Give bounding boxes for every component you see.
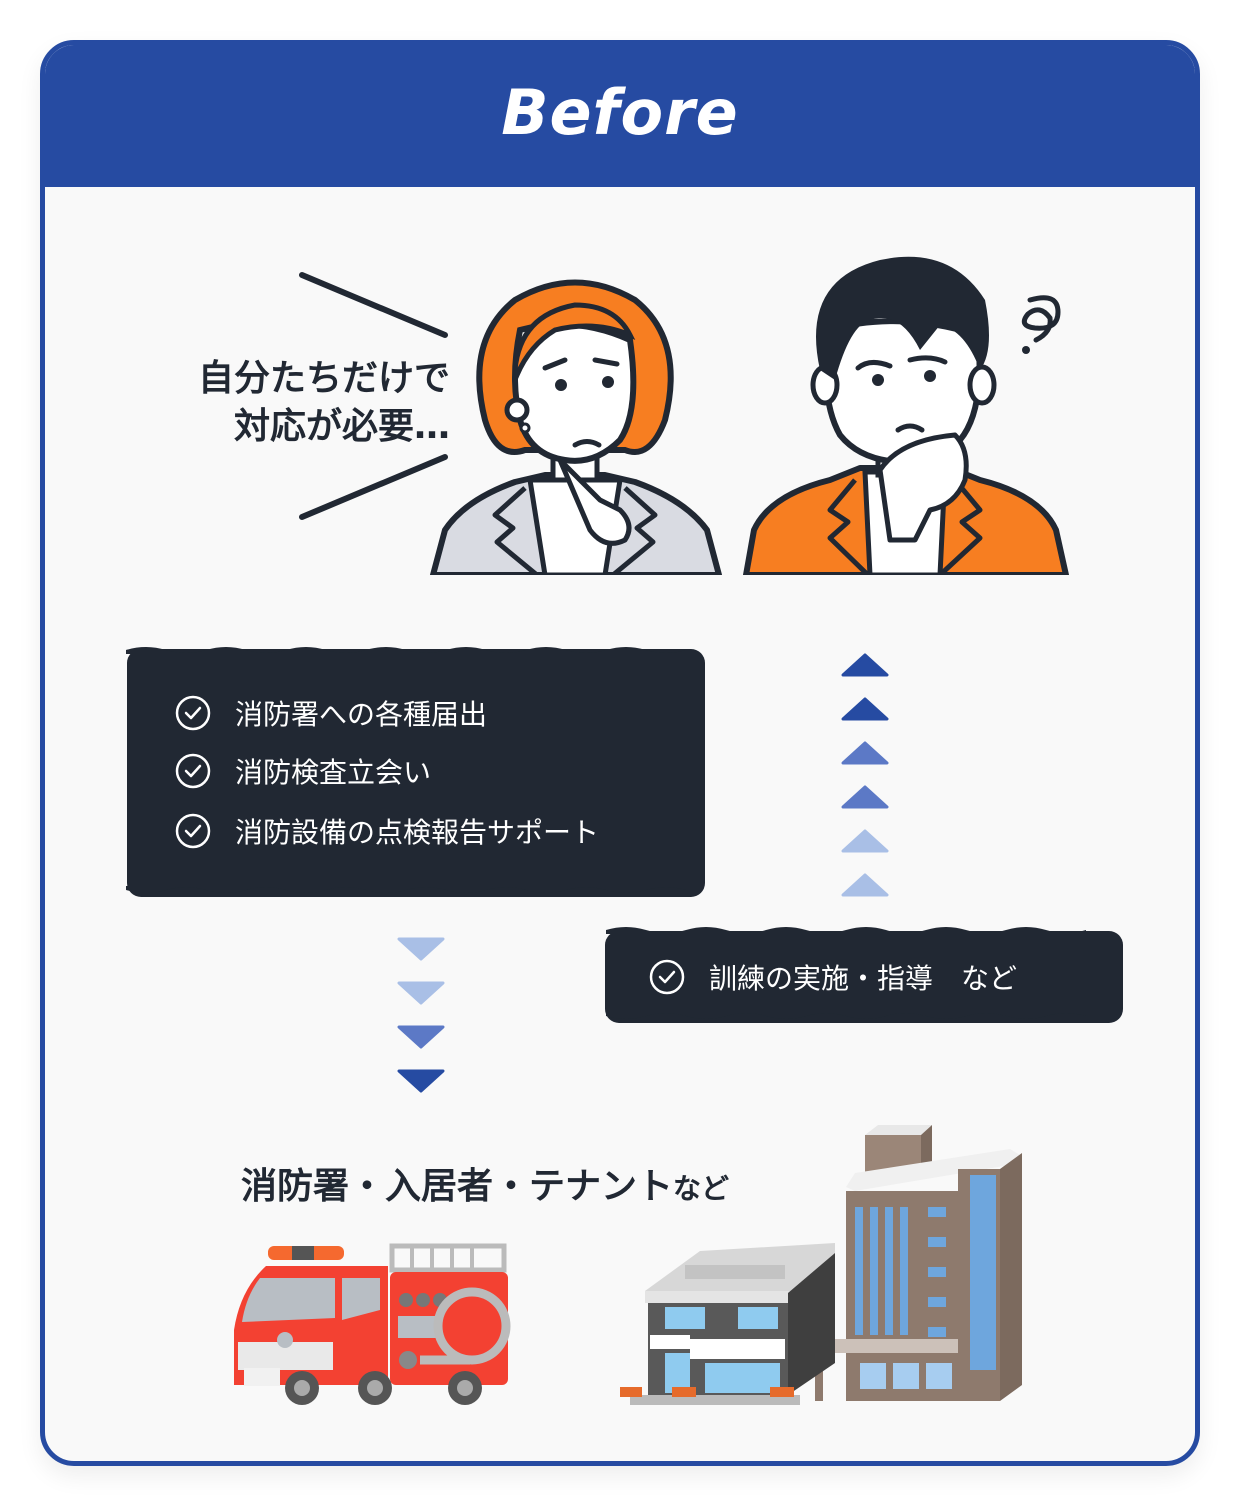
before-card: Before 自分たちだけで 対応が必要… <box>40 40 1200 1466</box>
task-item: 消防署への各種届出 <box>175 693 487 733</box>
up-arrow-icon <box>841 829 889 853</box>
task-item: 消防設備の点検報告サポート <box>175 811 599 851</box>
training-item: 訓練の実施・指導 など <box>649 957 1017 997</box>
fire-truck-illustration <box>234 1243 511 1405</box>
card-header: Before <box>45 45 1195 187</box>
header-title: Before <box>501 75 739 149</box>
woman-thinking-illustration <box>430 279 722 575</box>
destination-suffix: など <box>673 1172 730 1205</box>
training-box: 訓練の実施・指導 など <box>605 931 1123 1023</box>
task-label: 消防検査立会い <box>235 756 432 789</box>
man-thinking-illustration <box>743 256 1069 575</box>
check-circle-icon <box>175 813 211 849</box>
speech-line-2: 対応が必要… <box>233 406 450 447</box>
speech-emphasis-lines <box>299 272 448 520</box>
down-arrow-icon <box>397 1069 445 1093</box>
tasks-box: 消防署への各種届出 消防検査立会い 消防設備の点検報告サポート <box>127 649 705 897</box>
speech-text: 自分たちだけで 対応が必要… <box>165 355 450 451</box>
check-circle-icon <box>175 753 211 789</box>
up-arrow-icon <box>841 741 889 765</box>
speech-line-1: 自分たちだけで <box>197 358 450 399</box>
up-arrow-icon <box>841 653 889 677</box>
task-item: 消防検査立会い <box>175 751 431 791</box>
confused-squiggle-icon <box>1021 295 1061 354</box>
task-label: 消防署への各種届出 <box>235 698 488 731</box>
up-arrow-icon <box>841 785 889 809</box>
down-arrow-icon <box>397 937 445 961</box>
destination-main: 消防署・入居者・テナント <box>241 1166 674 1207</box>
up-arrow-icon <box>841 873 889 897</box>
buildings-illustration <box>620 1125 1022 1405</box>
up-arrow-icon <box>841 697 889 721</box>
task-label: 消防設備の点検報告サポート <box>235 816 600 849</box>
training-label: 訓練の実施・指導 など <box>709 962 1018 995</box>
check-circle-icon <box>175 695 211 731</box>
check-circle-icon <box>649 959 685 995</box>
destination-label: 消防署・入居者・テナントなど <box>241 1157 729 1209</box>
down-arrow-icon <box>397 981 445 1005</box>
down-arrow-icon <box>397 1025 445 1049</box>
